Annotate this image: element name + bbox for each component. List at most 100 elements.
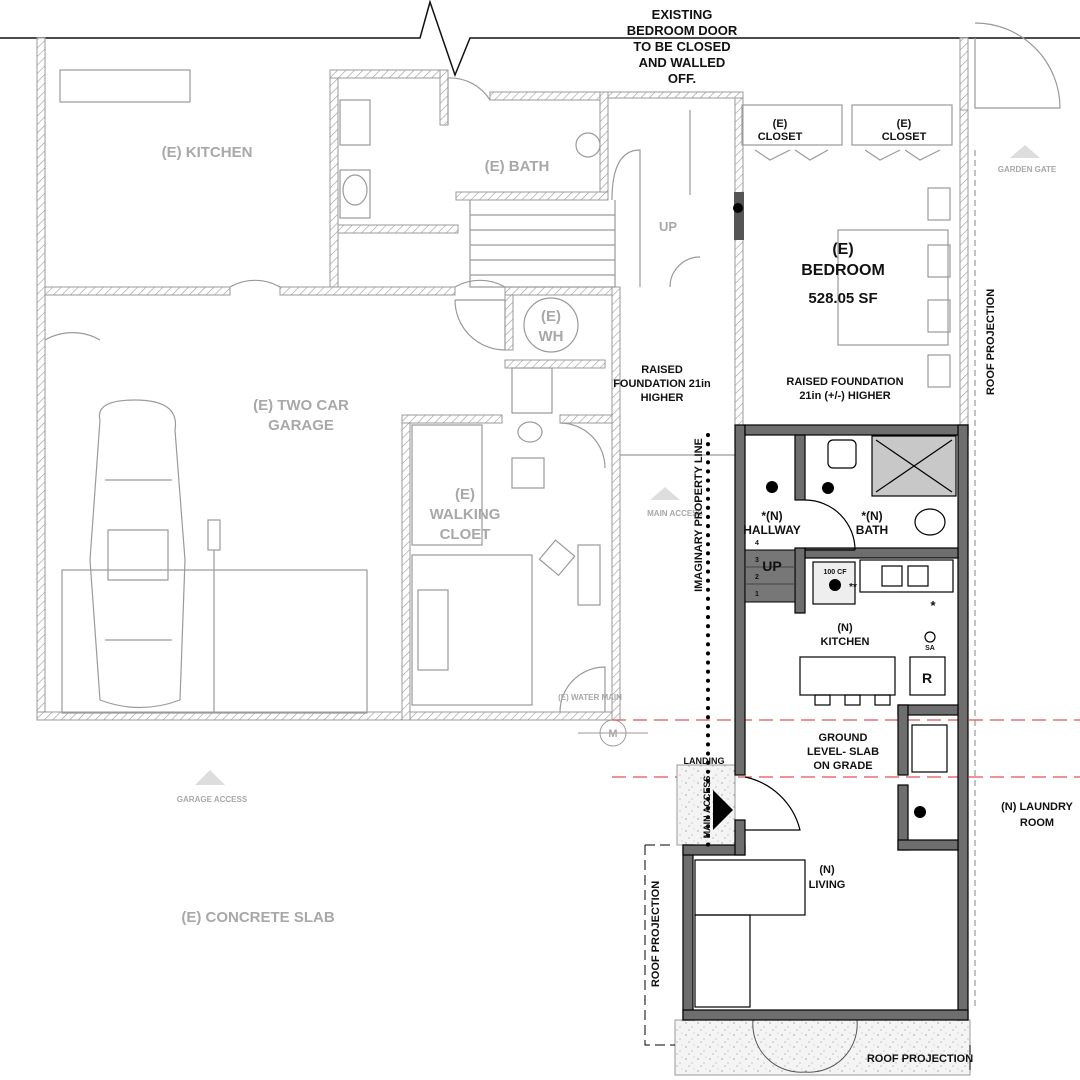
label-line: 2 — [755, 574, 759, 581]
porch-slab — [674, 1019, 971, 1076]
label-line: GROUND — [819, 732, 868, 744]
water-main-label: (E) WATER MAIN — [558, 693, 622, 702]
roof-projection-right-label: ROOF PROJECTION — [985, 289, 997, 395]
roof-projection-bottom-label: ROOF PROJECTION — [867, 1053, 973, 1065]
label-line: EXISTING — [652, 7, 713, 22]
label-line: MAIN ACCESS — [647, 509, 703, 518]
label-line: SA — [925, 645, 935, 652]
property-line-label: IMAGINARY PROPERTY LINE — [693, 438, 705, 592]
new-living-label: (N) LIVING — [809, 864, 846, 891]
label-line: (E) — [773, 118, 788, 130]
range-capacity-label: 100 CF — [824, 569, 848, 576]
smoke-alarm-star-label: * — [930, 598, 936, 613]
main-access-arrow-icon — [713, 790, 733, 830]
label-line: UP — [659, 219, 677, 234]
label-line: (E) — [541, 308, 561, 325]
label-line: (E) BATH — [485, 158, 550, 175]
label-line: 1 — [755, 591, 759, 598]
concrete-slab-label: (E) CONCRETE SLAB — [181, 909, 335, 926]
ground-level-label: GROUND LEVEL- SLAB ON GRADE — [807, 732, 879, 772]
label-line: LANDING — [684, 756, 725, 766]
label-line: ROOF PROJECTION — [985, 289, 997, 395]
new-stair — [744, 549, 796, 603]
label-line: CLOSET — [882, 131, 927, 143]
label-line: TO BE CLOSED — [633, 39, 730, 54]
label-line: RAISED FOUNDATION — [786, 376, 903, 388]
label-line: HIGHER — [641, 392, 684, 404]
label-line: (N) — [819, 864, 835, 876]
existing-bedroom-door-to-close — [734, 192, 744, 240]
label-line: * — [930, 598, 936, 613]
label-line: GARDEN GATE — [998, 165, 1057, 174]
water-heater-label: (E) WH — [539, 308, 564, 345]
label-line: (E) KITCHEN — [162, 144, 253, 161]
label-line: FOUNDATION 21in — [613, 378, 711, 390]
landing-label: LANDING — [684, 756, 725, 766]
main-access-upper-label: MAIN ACCESS — [647, 509, 703, 518]
existing-walls — [36, 37, 969, 721]
label-line: 21in (+/-) HIGHER — [799, 390, 890, 402]
label-line: MAIN ACCESS — [702, 776, 712, 839]
label-line: LEVEL- SLAB — [807, 746, 879, 758]
label-line: OFF. — [668, 71, 696, 86]
existing-bath-label: (E) BATH — [485, 158, 550, 175]
closet-1-label: (E)CLOSET — [758, 118, 803, 143]
label-line: HALLWAY — [743, 523, 801, 537]
refrigerator-label: R — [922, 670, 932, 686]
label-line: ** — [849, 582, 857, 593]
meter-label: M — [608, 728, 617, 740]
range-note-label: ** — [849, 582, 857, 593]
existing-fixtures — [44, 22, 1061, 1010]
new-kitchen-label: (N)KITCHEN — [821, 622, 870, 648]
label-line: BEDROOM — [801, 262, 885, 279]
label-line: BATH — [856, 523, 888, 537]
new-bath-label: *(N)BATH — [856, 509, 888, 537]
label-line: *(N) — [761, 509, 782, 523]
label-line: (E) — [455, 486, 475, 503]
label-line: (E) — [832, 241, 853, 258]
label-line: RAISED — [641, 364, 683, 376]
label-line: WALKING — [430, 506, 501, 523]
existing-bedroom-label: (E) BEDROOM — [801, 241, 885, 279]
label-line: GARAGE ACCESS — [177, 795, 248, 804]
label-line: LIVING — [809, 879, 846, 891]
label-line: WH — [539, 328, 564, 345]
label-line: 4 — [755, 540, 759, 547]
stair-up-existing-label: UP — [659, 219, 677, 234]
label-line: (N) — [837, 622, 853, 634]
closet-2-label: (E)CLOSET — [882, 118, 927, 143]
label-line: ON GRADE — [813, 760, 872, 772]
roof-projection-left-label: ROOF PROJECTION — [650, 881, 662, 987]
main-access-landing-label: MAIN ACCESS — [702, 776, 712, 839]
label-line: M — [608, 728, 617, 740]
garage-access-icon — [195, 770, 225, 785]
main-access-existing-icon — [650, 487, 680, 500]
label-line: CLOET — [440, 526, 491, 543]
raised-foundation-2-label: RAISED FOUNDATION 21in (+/-) HIGHER — [786, 376, 903, 402]
label-line: IMAGINARY PROPERTY LINE — [693, 438, 705, 592]
existing-kitchen-label: (E) KITCHEN — [162, 144, 253, 161]
label-line: ROOF PROJECTION — [650, 881, 662, 987]
garden-gate-label: GARDEN GATE — [998, 165, 1057, 174]
label-line: CLOSET — [758, 131, 803, 143]
label-line: 100 CF — [824, 569, 848, 576]
new-fixtures — [694, 435, 957, 1008]
label-line: (E) WATER MAIN — [558, 693, 622, 702]
label-line: (E) — [897, 118, 912, 130]
stair-steps-label: 4 3 2 1 — [755, 540, 759, 598]
label-line: UP — [762, 558, 781, 574]
label-line: ROOM — [1020, 817, 1054, 829]
new-hallway-label: *(N)HALLWAY — [743, 509, 801, 537]
label-line: AND WALLED — [639, 55, 726, 70]
bedroom-area-label: 528.05 SF — [808, 290, 877, 307]
label-line: 528.05 SF — [808, 290, 877, 307]
label-line: *(N) — [861, 509, 882, 523]
label-line: 3 — [755, 557, 759, 564]
garden-gate-icon — [1010, 145, 1040, 158]
label-line: GARAGE — [268, 417, 334, 434]
new-walls — [682, 424, 969, 1021]
label-line: (E) CONCRETE SLAB — [181, 909, 335, 926]
